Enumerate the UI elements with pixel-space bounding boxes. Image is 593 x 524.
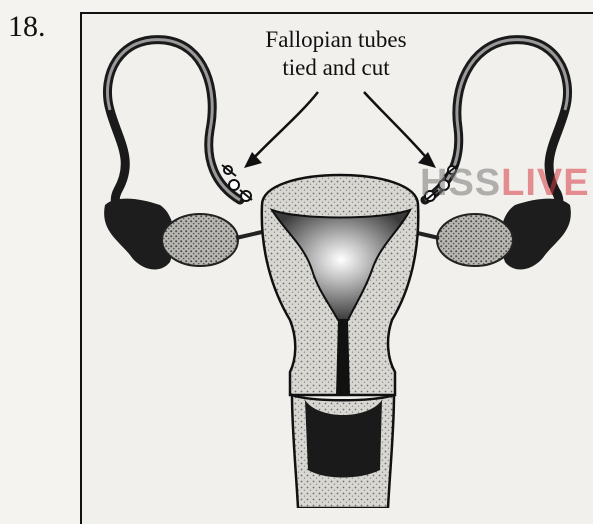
- watermark-suffix: LIVE: [501, 162, 589, 204]
- left-arrow: [244, 92, 318, 168]
- left-ovary: [162, 214, 238, 266]
- right-arrow: [364, 92, 436, 168]
- left-fallopian-tube: [107, 40, 240, 216]
- watermark-logo: HSSLIVE: [420, 162, 590, 205]
- cervical-canal: [336, 320, 350, 395]
- caption-line-1: Fallopian tubes: [236, 26, 436, 54]
- caption-label: Fallopian tubes tied and cut: [236, 26, 436, 82]
- caption-line-2: tied and cut: [236, 54, 436, 82]
- watermark-prefix: HSS: [420, 162, 501, 204]
- right-ovary: [437, 214, 513, 266]
